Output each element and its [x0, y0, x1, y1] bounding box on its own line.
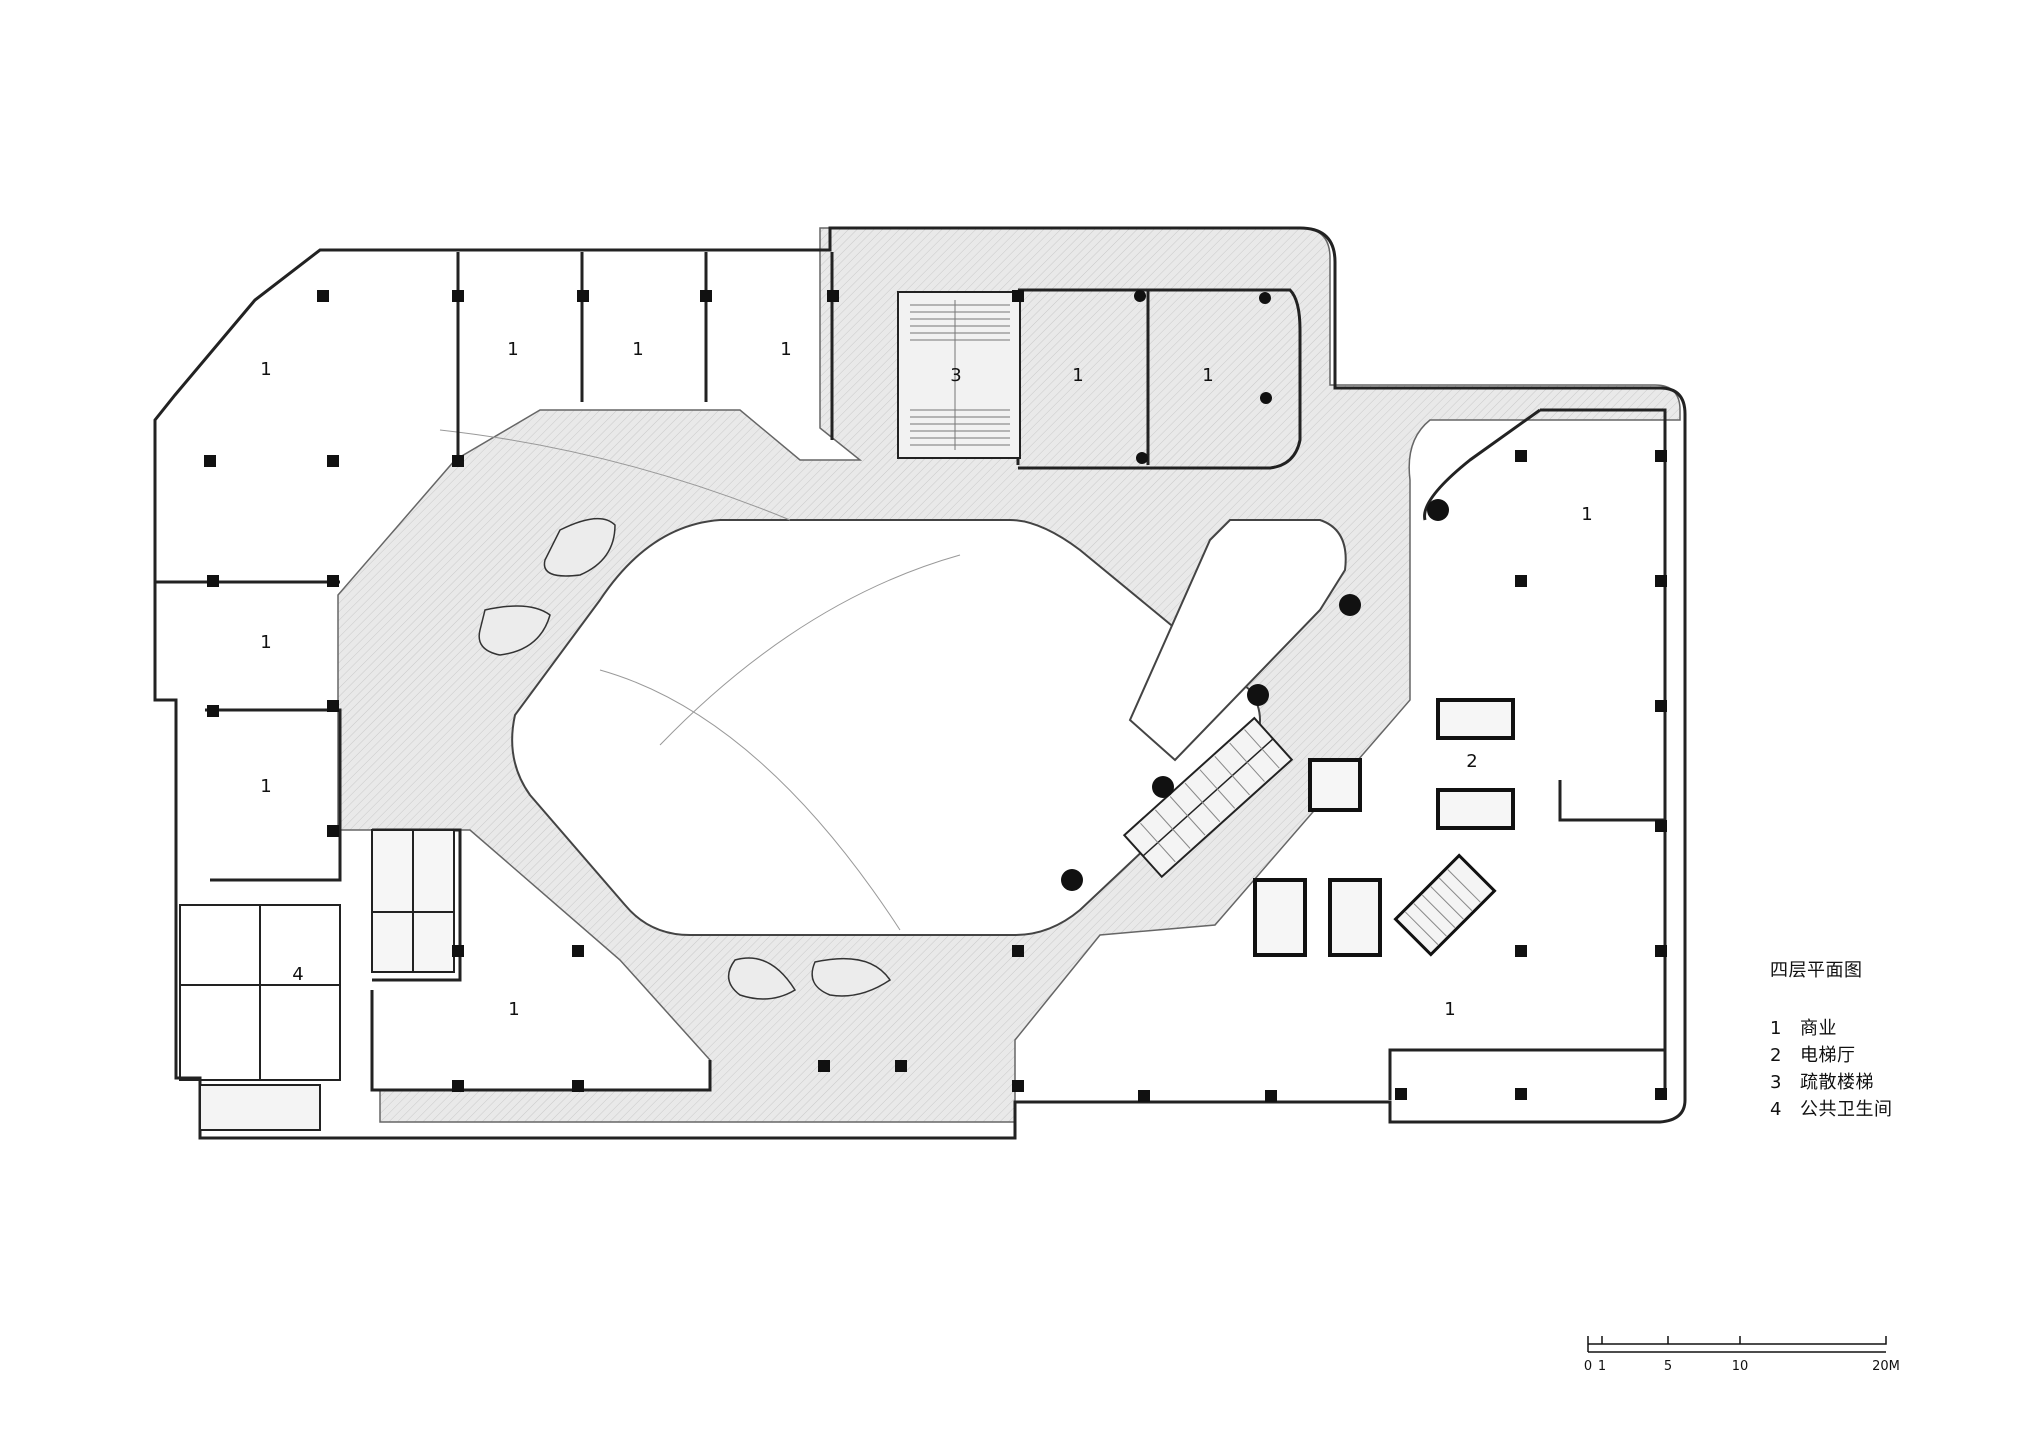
scale-tick-label: 5 [1664, 1359, 1672, 1374]
room-number: 1 [1202, 365, 1213, 386]
legend-number: 4 [1770, 1099, 1782, 1120]
elevator-core-right [1253, 698, 1515, 957]
legend-number: 3 [1770, 1072, 1782, 1093]
planter [478, 517, 892, 1000]
structural-column [204, 290, 1667, 1102]
room-number: 1 [260, 359, 271, 380]
legend-item: 3 疏散楼梯 [1770, 1072, 1893, 1094]
room-number: 1 [508, 999, 519, 1020]
atrium-void [1128, 519, 1347, 762]
scale-tick-label: 0 [1584, 1359, 1592, 1374]
stair-right [1393, 853, 1497, 957]
room-number: 1 [260, 776, 271, 797]
legend-item: 4 公共卫生间 [1770, 1099, 1893, 1121]
legend-label: 疏散楼梯 [1800, 1072, 1874, 1093]
room-number: 1 [507, 339, 518, 360]
public-restroom [179, 904, 341, 1131]
plan-title: 四层平面图 [1770, 960, 1863, 981]
room-number: 1 [1444, 999, 1455, 1020]
room-number: 3 [950, 365, 961, 386]
room-number: 4 [292, 964, 303, 985]
room-number: 1 [260, 632, 271, 653]
elevator-core-left [371, 829, 455, 973]
room-number: 2 [1466, 751, 1477, 772]
legend-number: 1 [1770, 1018, 1782, 1039]
scale-tick-label: 20M [1872, 1359, 1900, 1374]
legend-label: 电梯厅 [1800, 1045, 1856, 1066]
legend-item: 2 电梯厅 [1770, 1045, 1893, 1067]
room-number: 1 [780, 339, 791, 360]
room-number: 1 [1072, 365, 1083, 386]
scale-tick-label: 1 [1598, 1359, 1606, 1374]
atrium-curve [599, 669, 901, 931]
legend-label: 公共卫生间 [1800, 1099, 1893, 1120]
scale-tick-label: 10 [1732, 1359, 1749, 1374]
escalator [1122, 716, 1294, 879]
legend-item: 1 商业 [1770, 1018, 1893, 1040]
stair-3 [897, 291, 1021, 459]
plan-legend: 四层平面图 1 商业 2 电梯厅 3 疏散楼梯 4 公共卫生间 [1770, 962, 1893, 1126]
legend-number: 2 [1770, 1045, 1782, 1066]
atrium-curve [439, 429, 791, 521]
atrium-curve [659, 554, 961, 746]
legend-label: 商业 [1800, 1018, 1837, 1039]
room-number: 1 [632, 339, 643, 360]
round-column [1061, 290, 1449, 891]
scale-bar [1587, 1336, 1887, 1353]
room-number: 1 [1581, 504, 1592, 525]
shop-partitions [155, 252, 1667, 1100]
